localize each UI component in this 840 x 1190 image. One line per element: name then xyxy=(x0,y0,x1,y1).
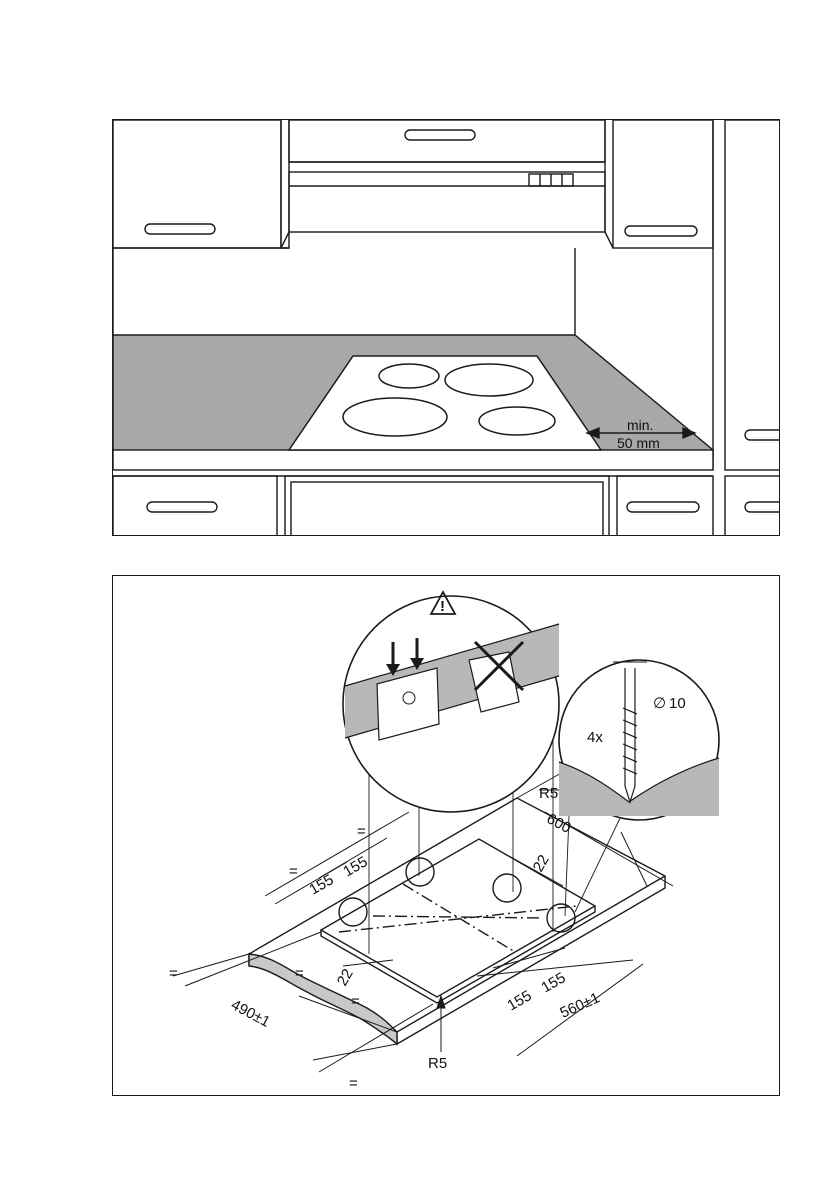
hob xyxy=(287,355,603,451)
cabinet-handle-icon xyxy=(624,225,698,237)
diameter-symbol-icon: ∅ xyxy=(653,695,666,712)
clip-position xyxy=(492,873,522,903)
clip-spacing-a1: 155 xyxy=(306,871,336,898)
cutout-dimensions-view: ! ∅ 10 4x R5 R5 600 560±1 490±1 22 22 15… xyxy=(112,575,780,1096)
base-drawer-left xyxy=(113,475,278,535)
clearance-label-min: min. xyxy=(627,417,653,433)
cabinet-handle-icon xyxy=(144,223,216,235)
clearance-dimension xyxy=(585,426,697,440)
arrow-down-icon xyxy=(410,658,424,670)
base-cabinet-center xyxy=(284,475,610,535)
kitchen-drawing: min. 50 mm xyxy=(113,120,779,535)
wall-cabinet-right xyxy=(612,120,714,249)
cooking-zone xyxy=(478,406,556,436)
radius-label-bottom: R5 xyxy=(428,1055,447,1072)
cutout-depth-label: 490±1 xyxy=(228,996,273,1031)
wall-cabinet-left xyxy=(113,120,282,249)
cabinet-handle-icon xyxy=(404,129,476,141)
kitchen-installation-view: min. 50 mm xyxy=(112,119,780,536)
drawer-handle-icon xyxy=(626,501,700,513)
cabinet-handle-icon xyxy=(744,429,779,441)
equal-mark: = xyxy=(349,1075,358,1092)
worktop-cut-edge xyxy=(248,953,398,1046)
tall-cabinet xyxy=(724,120,779,471)
radius-label-top: R5 xyxy=(539,785,558,802)
base-drawer-right xyxy=(616,475,714,535)
clip-spacing-b1: 155 xyxy=(504,987,534,1014)
warning-triangle-icon xyxy=(429,590,457,615)
clip-offset-bottom-label: 22 xyxy=(334,966,357,989)
drawer-handle-icon xyxy=(744,501,779,513)
screw-detail: ∅ 10 4x xyxy=(558,659,720,821)
clip-spacing-a2: 155 xyxy=(340,853,370,880)
wall-cabinet-center xyxy=(288,120,606,163)
clearance-label-value: 50 mm xyxy=(617,435,660,451)
clip-warning-detail: ! xyxy=(342,590,560,813)
cutout-width-label: 560±1 xyxy=(557,989,602,1021)
clip-offset-top-label: 22 xyxy=(530,852,553,875)
equal-mark: = xyxy=(289,863,298,880)
arrow-down-icon xyxy=(386,664,400,676)
base-drawer-tall xyxy=(724,475,779,535)
equal-mark: = xyxy=(357,823,366,840)
screw-count: 4x xyxy=(587,729,603,746)
cooking-zone xyxy=(444,363,534,397)
extractor-hood xyxy=(288,171,606,233)
warning-symbol: ! xyxy=(440,598,445,615)
cooking-zone xyxy=(378,363,440,389)
equal-mark: = xyxy=(351,993,360,1010)
drawer-handle-icon xyxy=(146,501,218,513)
clip-position xyxy=(338,897,368,927)
equal-mark: = xyxy=(295,965,304,982)
cooking-zone xyxy=(342,397,448,437)
screw-diameter: 10 xyxy=(669,695,686,712)
clip-position xyxy=(405,857,435,887)
worktop-edge xyxy=(113,449,714,471)
clip-spacing-b2: 155 xyxy=(538,969,568,996)
equal-mark: = xyxy=(169,965,178,982)
clip-position xyxy=(546,903,576,933)
cutout-drawing: ! ∅ 10 4x R5 R5 600 560±1 490±1 22 22 15… xyxy=(169,590,720,1092)
